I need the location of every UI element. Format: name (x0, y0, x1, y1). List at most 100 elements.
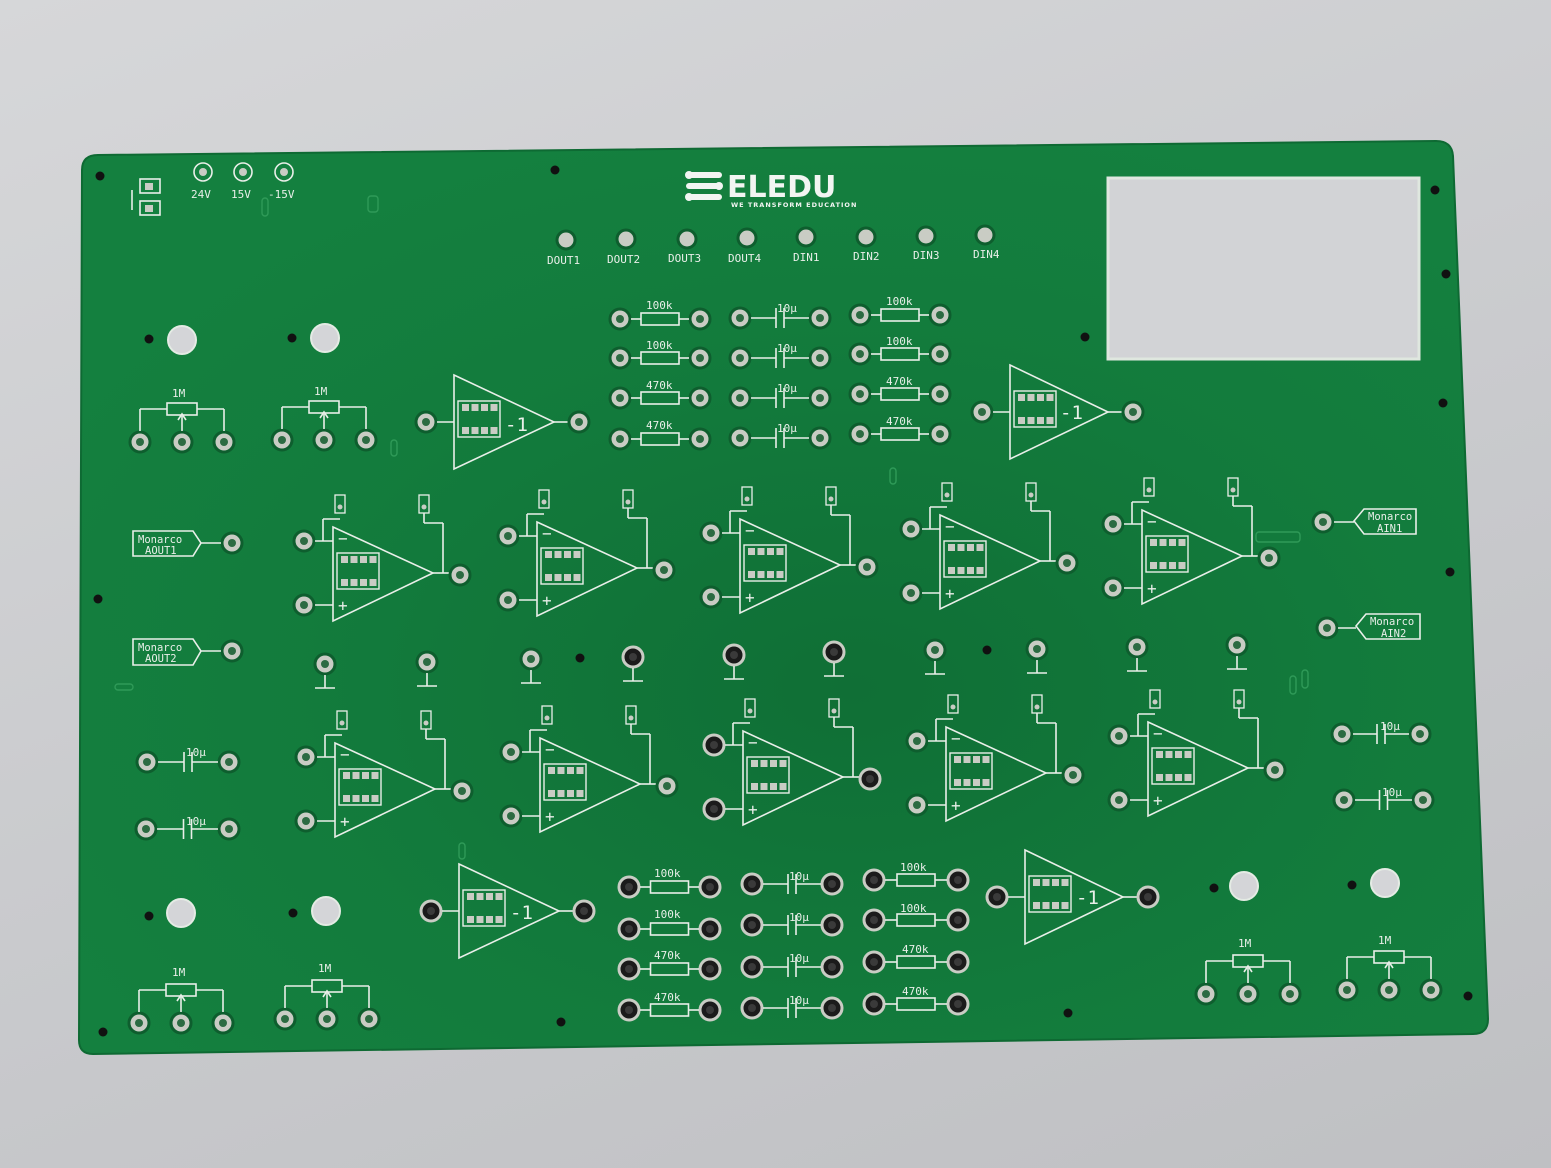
opamp-u3-pin-top-1 (757, 548, 765, 555)
ground-jack-7-hole (1033, 645, 1041, 653)
inv-bot-left-pin-top-0 (467, 893, 474, 900)
eledu-logo-icon (685, 171, 723, 201)
inv-top-left-pin-top-2 (481, 404, 488, 411)
inv-bot-left-pin-bot-1 (476, 916, 484, 923)
monarco-aout2: Monarco AOUT2 (132, 638, 202, 666)
opamp-u4-fb-b-pad (1028, 492, 1034, 498)
opamp-u3-pin-bot-3 (776, 571, 784, 578)
resistor-bottom-left-4: 470k (654, 991, 681, 1004)
opamp-u1-triangle (332, 525, 435, 623)
top-cap-3-pad-b-hole (816, 434, 824, 442)
opamp-l5-pin-bot-2 (1175, 774, 1182, 781)
inv-bot-right-pin-bot-0 (1033, 902, 1040, 909)
opamp-l2-fb-b-pad (628, 715, 634, 721)
monarco-ain1-title: Monarco (1368, 511, 1412, 523)
opamp-u2-pin-top-2 (564, 551, 571, 558)
bot-res-right-3-body (896, 997, 936, 1011)
opamp-l4-fb-b-pad (1034, 704, 1040, 710)
pot-bottom-2-label: 1M (318, 962, 332, 975)
top-res-right-1-body (880, 347, 920, 361)
pot-bottom-1-pin-w-hole (177, 1019, 185, 1027)
opamp-u4-dip (943, 540, 987, 578)
opamp-u5-out-hole (1265, 554, 1273, 562)
capacitor-top-3-label: 10µ (777, 382, 797, 395)
opamp-l5-in-minus-hole (1115, 732, 1123, 740)
capacitor-bottom-4-label: 10µ (789, 994, 809, 1007)
capacitor-bottom-2: 10µ (789, 911, 809, 924)
opamp-u3-plus-sign: + (745, 588, 755, 607)
opamp-u2-fb-a (538, 489, 550, 509)
bot-res-right-1-body (896, 913, 936, 927)
opamp-l1-in-plus-hole (302, 817, 310, 825)
pot-bottom-4: 1M (1378, 934, 1392, 947)
opamp-u1-plus-sign: + (338, 596, 348, 615)
opamp-u4-pin-bot-2 (967, 567, 974, 574)
opamp-l5-pin-bot-1 (1165, 774, 1173, 781)
opamp-u1-pin-top-0 (341, 556, 348, 563)
bot-res-left-3-pad-b-hole (706, 1006, 714, 1014)
inv-bot-left-pin-top-1 (476, 893, 484, 900)
opamp-l4-pin-bot-3 (982, 779, 990, 786)
inv-bot-left-out-hole (580, 907, 588, 915)
opamp-u1-out-hole (456, 571, 464, 579)
top-res-right-2-pad-b-hole (936, 390, 944, 398)
opamp-l5-plus-sign: + (1153, 791, 1163, 810)
opamp-u1-pin-bot-1 (350, 579, 358, 586)
pcb-board (77, 139, 1490, 1056)
capacitor-top-2-label: 10µ (777, 342, 797, 355)
ground-jack-2-hole (527, 655, 535, 663)
pot-shaft-hole-1 (310, 323, 340, 353)
label-dout3: DOUT3 (668, 252, 701, 265)
monarco-ain1-port: AIN1 (1377, 523, 1402, 535)
capacitor-top-2: 10µ (777, 342, 797, 355)
silk-slot-5 (1301, 669, 1309, 689)
resistor-bottom-right-4-label: 470k (902, 985, 929, 998)
top-res-left-0-pad-a-hole (616, 315, 624, 323)
opamp-u5-pin-bot-1 (1159, 562, 1167, 569)
inv-bot-left-pin-bot-3 (495, 916, 503, 923)
opamp-u3-fb-a-pad (744, 496, 750, 502)
bot-cap-3-pad-a-hole (748, 1004, 756, 1012)
bot-cap-3-pad-b-hole (828, 1004, 836, 1012)
inverter-top-right-label: -1 (1060, 402, 1083, 424)
resistor-top-left-2: 100k (646, 339, 673, 352)
inv-bot-right-in-hole (993, 893, 1001, 901)
capacitor-left-2: 10µ (186, 815, 206, 828)
mounting-via-11 (575, 653, 585, 663)
opamp-u2-pin-top-1 (554, 551, 562, 558)
jack-din3: DIN3 (913, 225, 940, 262)
opamp-u2-dip (540, 547, 584, 585)
resistor-top-right-3-label: 470k (886, 375, 913, 388)
bot-res-left-0-pad-a-hole (625, 883, 633, 891)
resistor-top-right-4: 470k (886, 415, 913, 428)
inv-top-left-pin-top-0 (462, 404, 469, 411)
opamp-u3-pin-bot-2 (767, 571, 774, 578)
capacitor-top-1-label: 10µ (777, 302, 797, 315)
opamp-l1-fb-a-pad (339, 720, 345, 726)
opamp-u4-pin-top-1 (957, 544, 965, 551)
pot-top-2-pin-a-hole (278, 436, 286, 444)
opamp-u1-fb-a (334, 494, 346, 514)
opamp-u5-plus-sign: + (1147, 579, 1157, 598)
jack-dout3: DOUT3 (668, 228, 701, 265)
opamp-l1-pin-top-0 (343, 772, 350, 779)
pot-top-1-pin-b-hole (220, 438, 228, 446)
opamp-u1-fb-b-pad (421, 504, 427, 510)
inv-top-right-pin-bot-2 (1037, 417, 1044, 424)
label-din4: DIN4 (973, 248, 1000, 261)
power-label-minus15v: -15V (268, 188, 295, 201)
capacitor-left-2-label: 10µ (186, 815, 206, 828)
resistor-bottom-right-3-label: 470k (902, 943, 929, 956)
opamp-l2-in-plus-hole (507, 812, 515, 820)
opamp-u5-pin-top-1 (1159, 539, 1167, 546)
monarco-aout1-jack-hole (228, 539, 236, 547)
opamp-l4-pin-bot-0 (954, 779, 961, 786)
silk-slot-7 (114, 683, 134, 691)
inv-top-left-pin-bot-1 (471, 427, 479, 434)
opamp-l1-pin-bot-0 (343, 795, 350, 802)
opamp-l3-triangle (742, 729, 845, 827)
inv-top-left-pin-bot-0 (462, 427, 469, 434)
opamp-l2-dip (543, 763, 587, 801)
ground-jack-0-hole (321, 660, 329, 668)
opamp-u5-pin-bot-3 (1178, 562, 1186, 569)
